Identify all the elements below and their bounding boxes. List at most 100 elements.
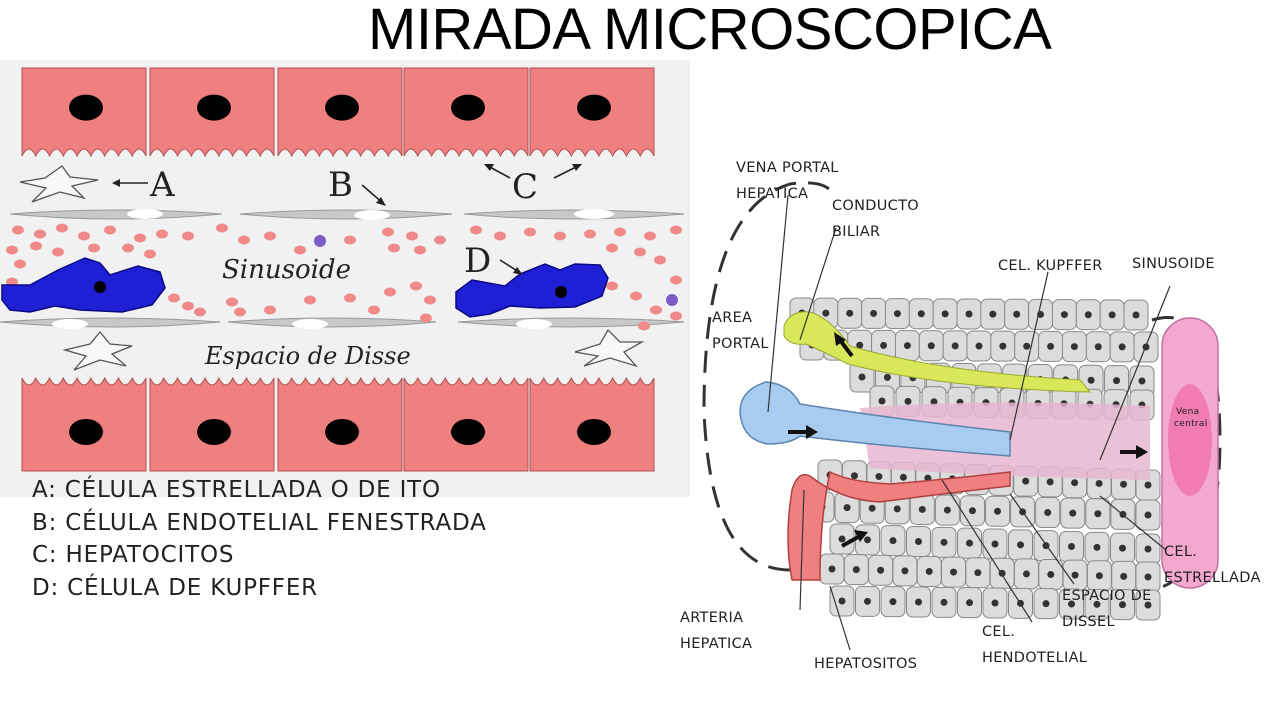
endothelial-cell bbox=[239, 209, 453, 220]
central-vein-lumen bbox=[1168, 384, 1212, 496]
label-conducto-1: CONDUCTO bbox=[832, 198, 919, 214]
endothelial-cell bbox=[463, 209, 685, 220]
kupffer-cell bbox=[1, 257, 166, 313]
red-blood-cell bbox=[554, 231, 566, 241]
hepatocyte-nucleus bbox=[325, 94, 359, 121]
hepatocyte-nucleus bbox=[1108, 311, 1116, 319]
arrow-head bbox=[376, 197, 386, 206]
red-blood-cell bbox=[194, 307, 206, 317]
hepatocyte-nucleus bbox=[989, 310, 997, 318]
red-blood-cell bbox=[144, 249, 156, 259]
leader-kupffer bbox=[1009, 271, 1049, 441]
hepatocyte-nucleus bbox=[577, 94, 611, 121]
hepatocyte-nucleus bbox=[1094, 343, 1102, 351]
endothelial-nucleus bbox=[52, 319, 88, 329]
hepatocyte-nucleus bbox=[893, 505, 901, 513]
hepatocyte-nucleus bbox=[843, 504, 851, 512]
hepatocyte-nucleus bbox=[940, 538, 948, 546]
red-blood-cell bbox=[238, 235, 250, 245]
leader-arteria bbox=[799, 489, 805, 611]
hepatocyte-nucleus bbox=[1095, 479, 1103, 487]
red-blood-cell bbox=[14, 259, 26, 269]
red-blood-cell bbox=[650, 305, 662, 315]
hepatic-artery bbox=[787, 470, 1011, 581]
letter-a: A bbox=[149, 165, 175, 205]
hepatocyte-nucleus bbox=[1071, 479, 1079, 487]
arrow-c-right bbox=[553, 165, 579, 179]
hepatocyte-nucleus bbox=[994, 507, 1002, 515]
red-blood-cell bbox=[344, 235, 356, 245]
hepatocyte-nucleus bbox=[1144, 573, 1152, 581]
hepatocyte-nucleus bbox=[889, 598, 897, 606]
hepatocyte-nucleus bbox=[975, 342, 983, 350]
red-blood-cell bbox=[414, 245, 426, 255]
kupffer-cell bbox=[455, 263, 609, 318]
hepatocyte-nucleus bbox=[1046, 478, 1054, 486]
legend-item-c: C: HEPATOCITOS bbox=[32, 542, 235, 568]
hepatocyte-row-top bbox=[21, 67, 655, 158]
endothelial-cell bbox=[9, 209, 223, 220]
sinusoid-schematic: A B C D Sinusoide Espacio de Disse bbox=[0, 60, 690, 497]
hepatocyte-nucleus bbox=[197, 418, 231, 445]
legend-item-d: D: CÉLULA DE KUPFFER bbox=[32, 574, 318, 601]
lymphocyte bbox=[314, 235, 326, 247]
hepatocyte-nucleus bbox=[1023, 342, 1031, 350]
endothelial-nucleus bbox=[574, 209, 614, 219]
hepatocyte-nucleus bbox=[325, 418, 359, 445]
arrow-head bbox=[834, 332, 846, 346]
hepatocyte-nucleus bbox=[69, 94, 103, 121]
letter-d: D bbox=[464, 241, 491, 281]
red-blood-cell bbox=[384, 287, 396, 297]
red-blood-cells bbox=[6, 223, 682, 331]
hepatocyte-nucleus bbox=[878, 397, 886, 405]
legend-item-a: A: CÉLULA ESTRELLADA O DE ITO bbox=[32, 477, 441, 503]
hepatic-lobule-diagram: Vena central VENA PORTAL HEPATICA CONDUC… bbox=[680, 160, 1261, 672]
hepatocyte-nucleus bbox=[451, 418, 485, 445]
red-blood-cell bbox=[654, 255, 666, 265]
label-hendotelial-1: CEL. bbox=[982, 624, 1015, 640]
hepatocyte-nucleus bbox=[1044, 509, 1052, 517]
hepatocyte-nucleus bbox=[904, 397, 912, 405]
label-vena-portal-2: HEPATICA bbox=[736, 186, 808, 202]
red-blood-cell bbox=[168, 293, 180, 303]
arrow-head bbox=[484, 164, 494, 171]
red-blood-cell bbox=[630, 291, 642, 301]
hepatocyte-nucleus bbox=[1095, 572, 1103, 580]
leader-sinusoide bbox=[1099, 285, 1171, 461]
hepatocyte-nucleus bbox=[915, 598, 922, 606]
label-hendotelial-2: HENDOTELIAL bbox=[982, 650, 1087, 666]
label-estrellada-1: CEL. bbox=[1164, 544, 1197, 560]
hepatocyte-nucleus bbox=[1070, 343, 1078, 351]
red-blood-cell bbox=[52, 247, 64, 257]
label-estrellada-2: ESTRELLADA bbox=[1164, 570, 1261, 586]
hepatocyte-nucleus bbox=[941, 310, 949, 318]
red-blood-cell bbox=[670, 311, 682, 321]
red-blood-cell bbox=[226, 297, 238, 307]
letter-c: C bbox=[512, 167, 538, 207]
hepatocyte-nucleus bbox=[828, 565, 836, 573]
red-blood-cell bbox=[670, 225, 682, 235]
leader-espacio bbox=[1009, 493, 1075, 585]
hepatocyte-nucleus bbox=[868, 504, 876, 512]
leader-hepatositos bbox=[829, 585, 851, 651]
hepatocyte-nucleus bbox=[577, 418, 611, 445]
endothelial-nucleus bbox=[127, 209, 163, 219]
red-blood-cell bbox=[216, 223, 228, 233]
hepatocyte-row-bottom bbox=[21, 376, 655, 472]
red-blood-cell bbox=[434, 235, 446, 245]
hepatocyte-nucleus bbox=[197, 94, 231, 121]
red-blood-cell bbox=[638, 321, 650, 331]
red-blood-cell bbox=[634, 247, 646, 257]
label-kupffer: CEL. KUPFFER bbox=[998, 258, 1103, 274]
red-blood-cell bbox=[88, 243, 100, 253]
hepatocyte-nucleus bbox=[856, 341, 864, 349]
hepatocyte-nucleus bbox=[1119, 544, 1126, 552]
arrow-head bbox=[513, 267, 523, 275]
hepatocyte-nucleus bbox=[899, 473, 907, 481]
red-blood-cell bbox=[524, 227, 536, 237]
red-blood-cell bbox=[34, 229, 46, 239]
hepatocyte-nucleus bbox=[950, 568, 958, 576]
red-blood-cell bbox=[420, 313, 432, 323]
hepatocyte-nucleus bbox=[870, 309, 878, 317]
hepatocyte-nucleus bbox=[875, 473, 883, 481]
